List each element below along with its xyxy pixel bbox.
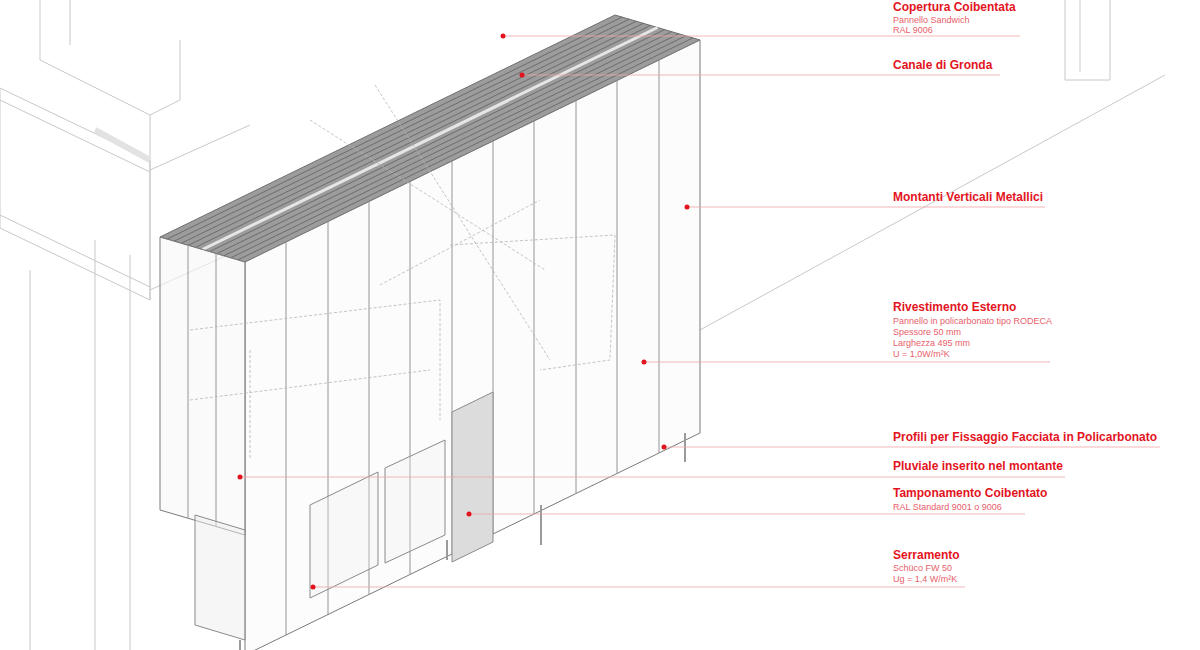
specification-note: RAL Standard 9001 o 9006 bbox=[893, 502, 1002, 512]
component-label: Canale di Gronda bbox=[893, 59, 992, 73]
glazing-and-infill bbox=[195, 392, 493, 640]
long-facade bbox=[245, 40, 700, 650]
specification-note: Pannello in policarbonato tipo RODECA bbox=[893, 316, 1052, 326]
downpipes bbox=[240, 433, 685, 650]
component-label: Tamponamento Coibentato bbox=[893, 487, 1047, 501]
specification-note: Schüco FW 50 bbox=[893, 563, 952, 573]
component-label: Profili per Fissaggio Facciata in Polica… bbox=[893, 431, 1157, 445]
component-label: Serramento bbox=[893, 549, 960, 563]
specification-note: U = 1,0W/m²K bbox=[893, 349, 950, 359]
context-beam bbox=[95, 130, 150, 160]
component-label: Rivestimento Esterno bbox=[893, 301, 1016, 315]
internal-stair bbox=[190, 85, 615, 460]
short-facade bbox=[160, 237, 245, 535]
specification-note: Larghezza 495 mm bbox=[893, 338, 970, 348]
leader-dots bbox=[238, 34, 690, 590]
component-label: Pluviale inserito nel montante bbox=[893, 460, 1063, 474]
specification-note: RAL 9006 bbox=[893, 25, 933, 35]
component-label: Copertura Coibentata bbox=[893, 1, 1016, 15]
specification-note: Pannello Sandwich bbox=[893, 15, 970, 25]
component-label: Montanti Verticali Metallici bbox=[893, 191, 1043, 205]
mullions bbox=[188, 60, 659, 635]
specification-note: Spessore 50 mm bbox=[893, 327, 961, 337]
leader-lines bbox=[240, 36, 1160, 587]
specification-note: Ug = 1,4 W/m²K bbox=[893, 574, 957, 584]
